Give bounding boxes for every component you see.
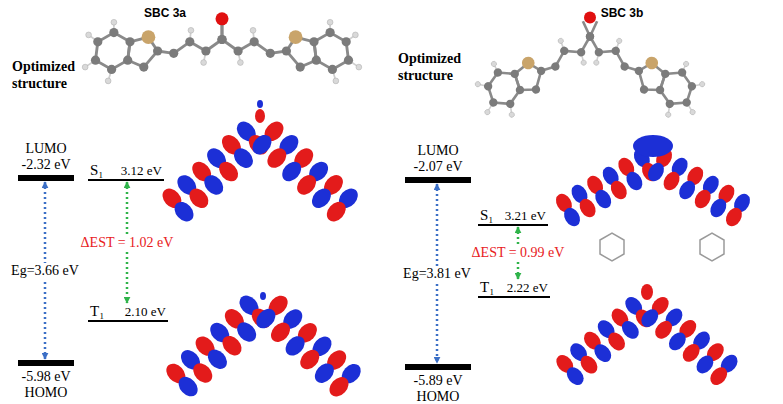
orbital-energy-level: -5.89 eVHOMO: [405, 364, 471, 404]
orbital-lobes: [553, 294, 656, 389]
gap-label: Eg=3.81 eV: [400, 266, 474, 282]
level-text: S₁: [90, 163, 104, 178]
level-text: 3.21 eV: [505, 208, 546, 223]
molecule-half: [569, 18, 713, 127]
molecule-title: SBC 3b: [601, 6, 644, 20]
level-text: -2.07 eV: [405, 159, 471, 175]
orbital-lobes: [553, 146, 661, 229]
structure-caption: Optimized structure: [12, 58, 94, 92]
orbital-homo: [553, 284, 741, 388]
orbital-lobe: [260, 292, 266, 300]
level-text: T₁: [480, 280, 494, 295]
orbital-homo: [163, 292, 365, 401]
level-text: -5.89 eV: [405, 373, 471, 389]
level-text: -2.32 eV: [18, 157, 74, 173]
phenyl-ring: [600, 233, 724, 261]
excited-state-level: S₁ 3.12 eV: [88, 163, 164, 181]
orbital-lumo: [159, 100, 362, 225]
level-text: LUMO: [18, 141, 74, 157]
level-text: 2.10 eV: [125, 304, 166, 319]
level-text: HOMO: [405, 389, 471, 404]
orbital-lobes: [645, 146, 753, 229]
orbital-lumo: [553, 135, 753, 261]
orbital-lobes: [159, 118, 272, 225]
level-text: HOMO: [18, 385, 74, 401]
molecule-structure: [467, 12, 714, 127]
excited-state-level: T₁ 2.10 eV: [88, 304, 168, 322]
molecule-structure: [82, 12, 361, 83]
structure-caption: Optimized structure: [398, 50, 480, 84]
level-text: T₁: [90, 304, 104, 319]
level-text: 3.12 eV: [121, 163, 162, 178]
excited-state-level: T₁ 2.22 eV: [478, 280, 550, 298]
molecule-title: SBC 3a: [144, 6, 186, 20]
excited-state-level: S₁ 3.21 eV: [478, 208, 548, 226]
gap-label: ΔEST = 1.02 eV: [78, 235, 177, 251]
gap-label: ΔEST = 0.99 eV: [469, 245, 568, 261]
orbital-lobes: [253, 292, 365, 400]
molecule-half: [82, 19, 226, 83]
oxygen-atom: [584, 12, 596, 24]
orbital-lobe: [641, 284, 653, 300]
orbital-lobes: [638, 294, 741, 389]
orbital-lobes: [249, 118, 362, 225]
orbital-lobes: [163, 292, 275, 400]
orbital-energy-level: LUMO-2.07 eV: [405, 143, 471, 183]
oxygen-atom: [216, 12, 229, 25]
molecule-half: [217, 19, 361, 83]
orbital-lobe: [257, 100, 263, 108]
level-text: 2.22 eV: [507, 280, 548, 295]
level-text: LUMO: [405, 143, 471, 159]
orbital-energy-level: LUMO-2.32 eV: [18, 141, 74, 181]
orbital-energy-level: -5.98 eVHOMO: [18, 360, 74, 401]
orbital-lobe: [255, 109, 265, 123]
orbital-lobe: [633, 135, 673, 157]
gap-label: Eg=3.66 eV: [8, 263, 82, 279]
level-text: -5.98 eV: [18, 369, 74, 385]
level-text: S₁: [480, 208, 494, 223]
